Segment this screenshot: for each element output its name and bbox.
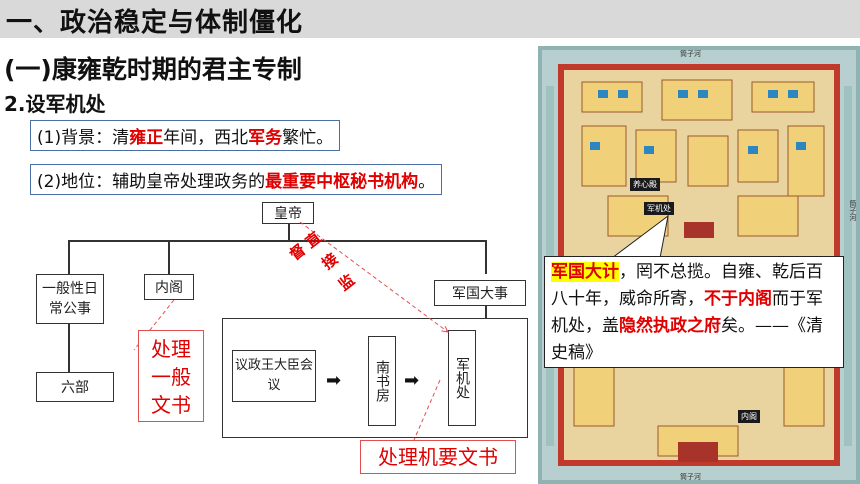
neige-label: 内阁: [738, 410, 760, 423]
background-end: 繁忙。: [282, 128, 334, 148]
status-end: 。: [418, 172, 436, 192]
map-bottom-label: 筒子河: [680, 473, 701, 481]
quote-highlight-1: 军国大计: [551, 262, 619, 282]
yongzheng-text: 雍正: [129, 128, 164, 148]
background-label: (1)背景：清: [37, 128, 130, 148]
quote-highlight-2: 不于内阁: [704, 289, 772, 309]
emperor-box: 皇帝: [262, 202, 314, 224]
arrow-right-icon: ➡: [326, 370, 342, 391]
background-box: (1)背景：清雍正年间，西北军务繁忙。: [30, 120, 341, 151]
section-subtitle: (一)康雍乾时期的君主专制: [4, 55, 302, 84]
background-mid: 年间，西北: [163, 128, 249, 148]
junjichu-label: 军机处: [644, 202, 674, 215]
military-state-box: 军国大事: [434, 280, 526, 306]
handle-secret-box: 处理机要文书: [360, 440, 516, 474]
status-highlight: 最重要中枢秘书机构: [265, 172, 419, 192]
page-title: 一、政治稳定与体制僵化: [6, 8, 304, 38]
status-label: (2)地位：辅助皇帝处理政务的: [37, 172, 266, 192]
quote-text-1: ，罔不总揽。自雍、乾后百八十年，威命所寄，: [551, 262, 823, 309]
daily-affairs-box: 一般性日常公事: [36, 274, 104, 324]
status-box: (2)地位：辅助皇帝处理政务的最重要中枢秘书机构。: [30, 164, 443, 195]
title-bar: 一、政治稳定与体制僵化: [0, 0, 860, 38]
military-affairs-text: 军务: [248, 128, 283, 148]
map-side-label: 筒子河: [849, 200, 857, 221]
council-box: 议政王大臣会议: [232, 350, 316, 402]
map-top-label: 筒子河: [680, 50, 701, 58]
grand-council-box: 军机处: [448, 330, 476, 426]
yangxin-hall-label: 养心殿: [630, 178, 660, 191]
qing-history-quote: 军国大计，罔不总揽。自雍、乾后百八十年，威命所寄，不于内阁而于军机处，盖隐然执政…: [544, 256, 844, 368]
south-study-box: 南书房: [368, 336, 396, 426]
handle-general-box: 处理一般文书: [138, 330, 204, 422]
quote-text-3: 矣。——《清史稿》: [551, 316, 823, 363]
quote-text-2: 而于军机处，盖: [551, 289, 823, 336]
quote-highlight-3: 隐然执政之府: [619, 316, 721, 336]
six-ministries-box: 六部: [36, 372, 114, 402]
section-heading: 2.设军机处: [4, 92, 106, 116]
cabinet-box: 内阁: [144, 274, 194, 300]
arrow-right-icon: ➡: [404, 370, 420, 391]
